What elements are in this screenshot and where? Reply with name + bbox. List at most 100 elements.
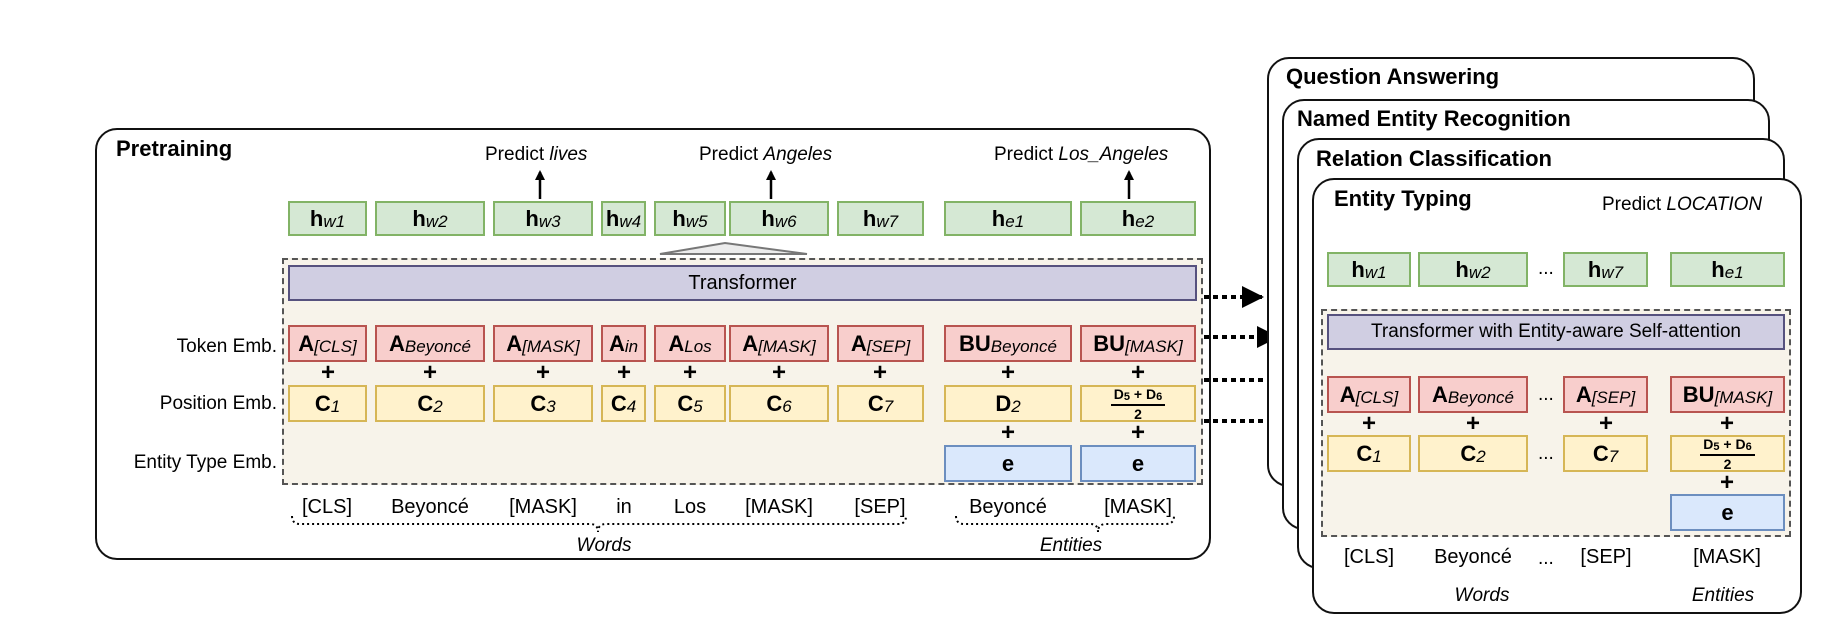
entity-type-embedding-box: e [1080,445,1196,482]
position-embedding-average-box: D5 + D6 2 [1670,435,1785,472]
right-entities-brace-label: Entities [1691,585,1755,606]
position-average-fraction: D5 + D6 2 [1700,436,1755,472]
plus-sign: + [1000,359,1015,386]
input-entity: [MASK] [1693,546,1761,568]
predict-target: Los_Angeles [1058,144,1169,165]
task-title-question-answering: Question Answering [1286,64,1500,89]
plus-sign: + [682,359,697,386]
predict-label-location: Predict LOCATION [1602,194,1762,216]
plus-sign: + [1130,359,1145,386]
entity-type-embedding-box: e [944,445,1072,482]
plus-sign: + [1719,469,1734,496]
token-embedding-box: A[SEP] [1563,376,1648,413]
token-embedding-box: A[SEP] [837,325,924,362]
input-word: [SEP] [854,496,906,518]
row-label-token: Token Emb. [176,336,277,357]
entities-brace-label: Entities [1039,535,1103,556]
predict-prefix: Predict [1602,194,1667,215]
entities-brace [955,515,1175,533]
predict-target: LOCATION [1666,194,1763,215]
predict-label-lives: Predict lives [485,144,587,166]
plus-sign: + [422,359,437,386]
words-brace [291,515,907,533]
position-ellipsis: ... [1538,443,1554,464]
token-embedding-box: BU[MASK] [1080,325,1196,362]
input-entity: Beyoncé [969,496,1047,518]
token-embedding-box: A[MASK] [493,325,593,362]
token-embedding-box: A[CLS] [1327,376,1411,413]
words-brace-label: Words [576,535,632,556]
input-word: in [616,496,632,518]
token-embedding-box: BU[MASK] [1670,376,1785,413]
plus-sign: + [1465,410,1480,437]
token-embedding-box: A[CLS] [288,325,367,362]
position-average-fraction: D5 + D6 2 [1110,386,1166,422]
row-label-position: Position Emb. [159,393,277,414]
predict-prefix: Predict [485,144,550,165]
token-ellipsis: ... [1538,384,1554,405]
input-word: [SEP] [1580,546,1632,568]
input-word: [CLS] [301,496,353,518]
plus-sign: + [1000,419,1015,446]
plus-sign: + [535,359,550,386]
right-words-brace-label: Words [1454,585,1510,606]
flow-up-arrow [659,241,808,255]
position-embedding-average-box: D5 + D6 2 [1080,385,1196,422]
input-word: [MASK] [509,496,577,518]
predict-target: lives [549,144,588,165]
predict-label-los-angeles: Predict Los_Angeles [994,144,1168,166]
input-word: Beyoncé [1434,546,1512,568]
input-word: [MASK] [745,496,813,518]
task-title-named-entity-recognition: Named Entity Recognition [1297,106,1571,131]
task-title-relation-classification: Relation Classification [1316,146,1552,171]
plus-sign: + [1130,419,1145,446]
predict-target: Angeles [763,144,833,165]
transformer-block: Transformer [288,265,1197,301]
entity-type-embedding-box: e [1670,494,1785,531]
plus-sign: + [771,359,786,386]
row-label-entity-type: Entity Type Emb. [133,452,277,473]
predict-prefix: Predict [994,144,1059,165]
word-ellipsis: ... [1538,548,1554,569]
plus-sign: + [872,359,887,386]
pretraining-title: Pretraining [116,136,233,161]
token-embedding-box: A[MASK] [729,325,829,362]
input-word: Beyoncé [391,496,469,518]
input-word: Los [673,496,707,518]
plus-sign: + [1361,410,1376,437]
task-title-entity-typing: Entity Typing [1334,186,1472,211]
plus-sign: + [616,359,631,386]
pretraining-panel [95,128,1211,560]
input-word: [CLS] [1343,546,1395,568]
hidden-ellipsis: ... [1538,258,1554,279]
plus-sign: + [1598,410,1613,437]
entity-aware-transformer-block: Transformer with Entity-aware Self-atten… [1327,314,1785,350]
